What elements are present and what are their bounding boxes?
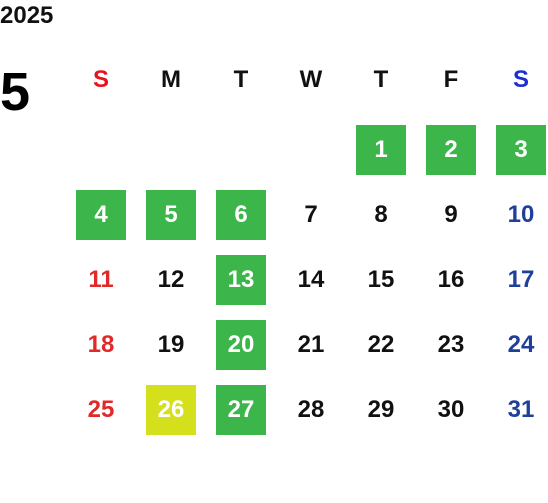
day-cell-2[interactable]: 2 <box>426 125 476 175</box>
day-cell-4[interactable]: 4 <box>76 190 126 240</box>
day-cell-15[interactable]: 15 <box>367 266 395 293</box>
calendar-year: 2025 <box>0 2 54 29</box>
weekday-header-tuesday: T <box>233 66 249 93</box>
day-cell-21[interactable]: 21 <box>297 331 325 358</box>
day-cell-5[interactable]: 5 <box>146 190 196 240</box>
weekday-header-saturday: S <box>512 66 529 93</box>
day-cell-23[interactable]: 23 <box>437 331 465 358</box>
day-cell-31[interactable]: 31 <box>507 396 535 423</box>
weekday-header-wednesday: W <box>299 66 323 93</box>
day-cell-18[interactable]: 18 <box>87 331 115 358</box>
day-cell-10[interactable]: 10 <box>507 201 535 228</box>
day-cell-8[interactable]: 8 <box>374 201 388 228</box>
weekday-header-sunday: S <box>92 66 109 93</box>
day-cell-3[interactable]: 3 <box>496 125 546 175</box>
weekday-header-thursday: T <box>373 66 389 93</box>
day-cell-14[interactable]: 14 <box>297 266 325 293</box>
day-cell-26[interactable]: 26 <box>146 385 196 435</box>
day-cell-12[interactable]: 12 <box>157 266 185 293</box>
day-cell-19[interactable]: 19 <box>157 331 185 358</box>
day-cell-28[interactable]: 28 <box>297 396 325 423</box>
day-cell-11[interactable]: 11 <box>88 266 114 293</box>
day-cell-16[interactable]: 16 <box>437 266 465 293</box>
day-cell-27[interactable]: 27 <box>216 385 266 435</box>
weekday-header-friday: F <box>443 66 459 93</box>
day-cell-7[interactable]: 7 <box>304 201 318 228</box>
day-cell-25[interactable]: 25 <box>87 396 115 423</box>
day-cell-17[interactable]: 17 <box>507 266 535 293</box>
day-cell-30[interactable]: 30 <box>437 396 465 423</box>
day-cell-20[interactable]: 20 <box>216 320 266 370</box>
day-cell-22[interactable]: 22 <box>367 331 395 358</box>
day-cell-13[interactable]: 13 <box>216 255 266 305</box>
weekday-header-monday: M <box>161 66 181 93</box>
day-cell-24[interactable]: 24 <box>507 331 535 358</box>
day-cell-6[interactable]: 6 <box>216 190 266 240</box>
day-cell-9[interactable]: 9 <box>444 201 458 228</box>
day-cell-29[interactable]: 29 <box>367 396 395 423</box>
day-cell-1[interactable]: 1 <box>356 125 406 175</box>
calendar-month: 5 <box>0 62 31 122</box>
